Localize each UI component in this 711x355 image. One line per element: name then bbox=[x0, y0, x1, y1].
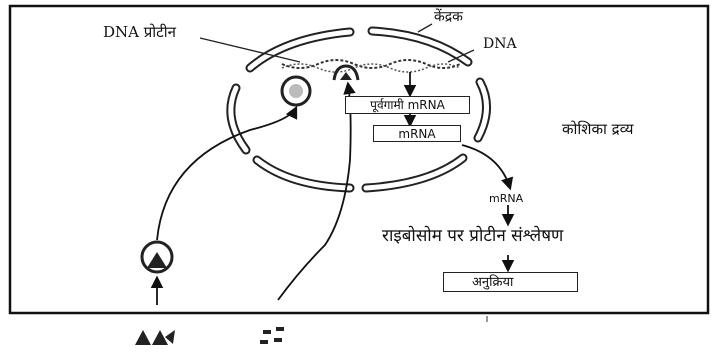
pre-mrna-box: पूर्वगामी mRNA bbox=[345, 96, 470, 114]
receptor-complex bbox=[334, 66, 358, 80]
mrna-box-label: mRNA bbox=[398, 128, 435, 140]
mrna-small-label: mRNA bbox=[489, 193, 523, 204]
other-hormone-molecules bbox=[260, 327, 284, 344]
nucleus-pointer bbox=[418, 24, 432, 32]
response-label: अनुक्रिया bbox=[472, 276, 513, 289]
nucleus-label: केंद्रक bbox=[434, 10, 463, 24]
dna-strand bbox=[282, 60, 460, 72]
arrow-second-pathway bbox=[278, 84, 351, 300]
cell-frame bbox=[10, 6, 708, 313]
dna-protein-label: DNA प्रोटीन bbox=[103, 25, 176, 40]
dna-label: DNA bbox=[483, 37, 517, 51]
cytoplasm-label: कोशिका द्रव्य bbox=[562, 122, 633, 137]
response-box: अनुक्रिया bbox=[443, 272, 578, 292]
pre-mrna-label: पूर्वगामी mRNA bbox=[370, 99, 445, 111]
mrna-box: mRNA bbox=[373, 125, 461, 142]
nuclear-receptor bbox=[282, 77, 310, 105]
ribosome-synthesis-label: राइबोसोम पर प्रोटीन संश्लेषण bbox=[382, 228, 563, 245]
arrow-mrna-to-cytoplasm bbox=[462, 145, 510, 188]
cytoplasmic-receptor bbox=[142, 242, 172, 272]
steroid-hormone-molecules bbox=[135, 330, 175, 345]
